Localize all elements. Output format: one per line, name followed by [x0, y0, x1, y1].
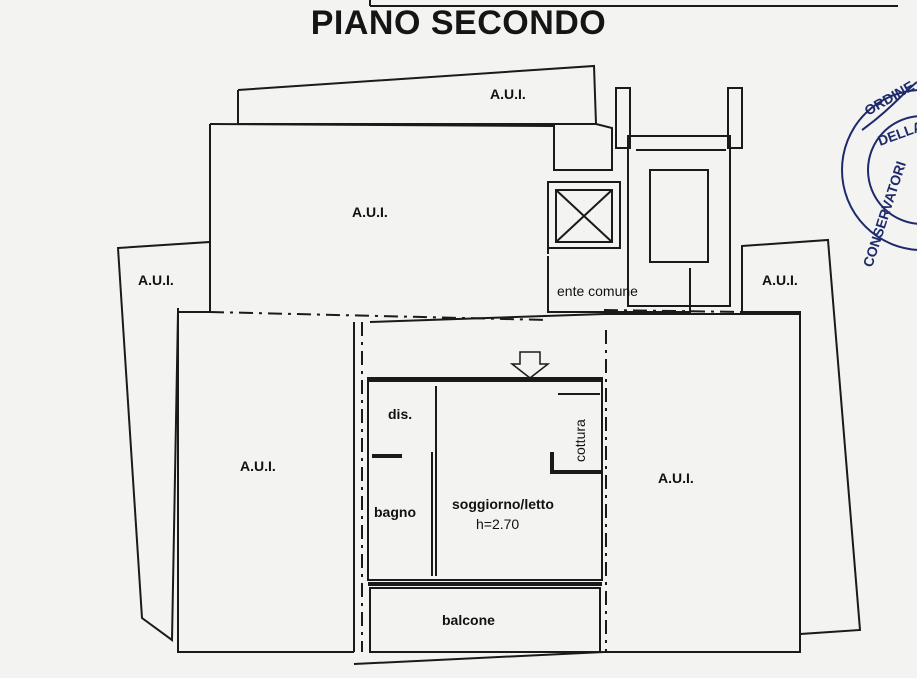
notary-stamp [841, 81, 917, 251]
label-soggiorno: soggiorno/letto [452, 496, 554, 512]
lift-car [555, 189, 613, 243]
label-balcone: balcone [442, 612, 495, 628]
hallway-top [369, 313, 605, 323]
label-ente-comune: ente comune [557, 283, 638, 299]
label-cottura: cottura [572, 419, 588, 462]
svg-text:DELLA PR: DELLA PR [876, 110, 917, 149]
aui-lower-left-outline [177, 308, 354, 653]
label-aui-upper: A.U.I. [352, 204, 388, 220]
balcone-base [353, 651, 605, 665]
label-aui-left: A.U.I. [138, 272, 174, 288]
lift-cross [555, 189, 613, 243]
plan-title: PIANO SECONDO [310, 4, 607, 42]
label-aui-lower-left: A.U.I. [240, 458, 276, 474]
svg-text:CONSERVATORI: CONSERVATORI [860, 159, 909, 269]
boundary-dashed [209, 311, 549, 321]
cottura-wall [550, 452, 602, 474]
aui-lower-right-outline [604, 313, 801, 653]
aui-upper-outline [209, 123, 613, 171]
label-bagno: bagno [374, 504, 416, 520]
label-aui-right-outer: A.U.I. [762, 272, 798, 288]
boundary-dashed [603, 309, 743, 313]
label-aui-top: A.U.I. [490, 86, 526, 102]
aui-left-outline [116, 240, 211, 642]
entrance-arrow-icon [509, 351, 551, 379]
aui-top-outline [237, 64, 598, 125]
stair-well [627, 135, 731, 307]
stair-post-left [615, 87, 631, 149]
label-dis: dis. [388, 406, 413, 422]
ente-comune-outline [547, 256, 691, 313]
balcone-outline [369, 587, 601, 653]
stair-core [649, 169, 709, 263]
label-aui-lower-right: A.U.I. [658, 470, 694, 486]
label-height: h=2.70 [476, 516, 520, 532]
stair-post-right [727, 87, 743, 149]
svg-text:ORDINE: ORDINE [862, 78, 917, 119]
